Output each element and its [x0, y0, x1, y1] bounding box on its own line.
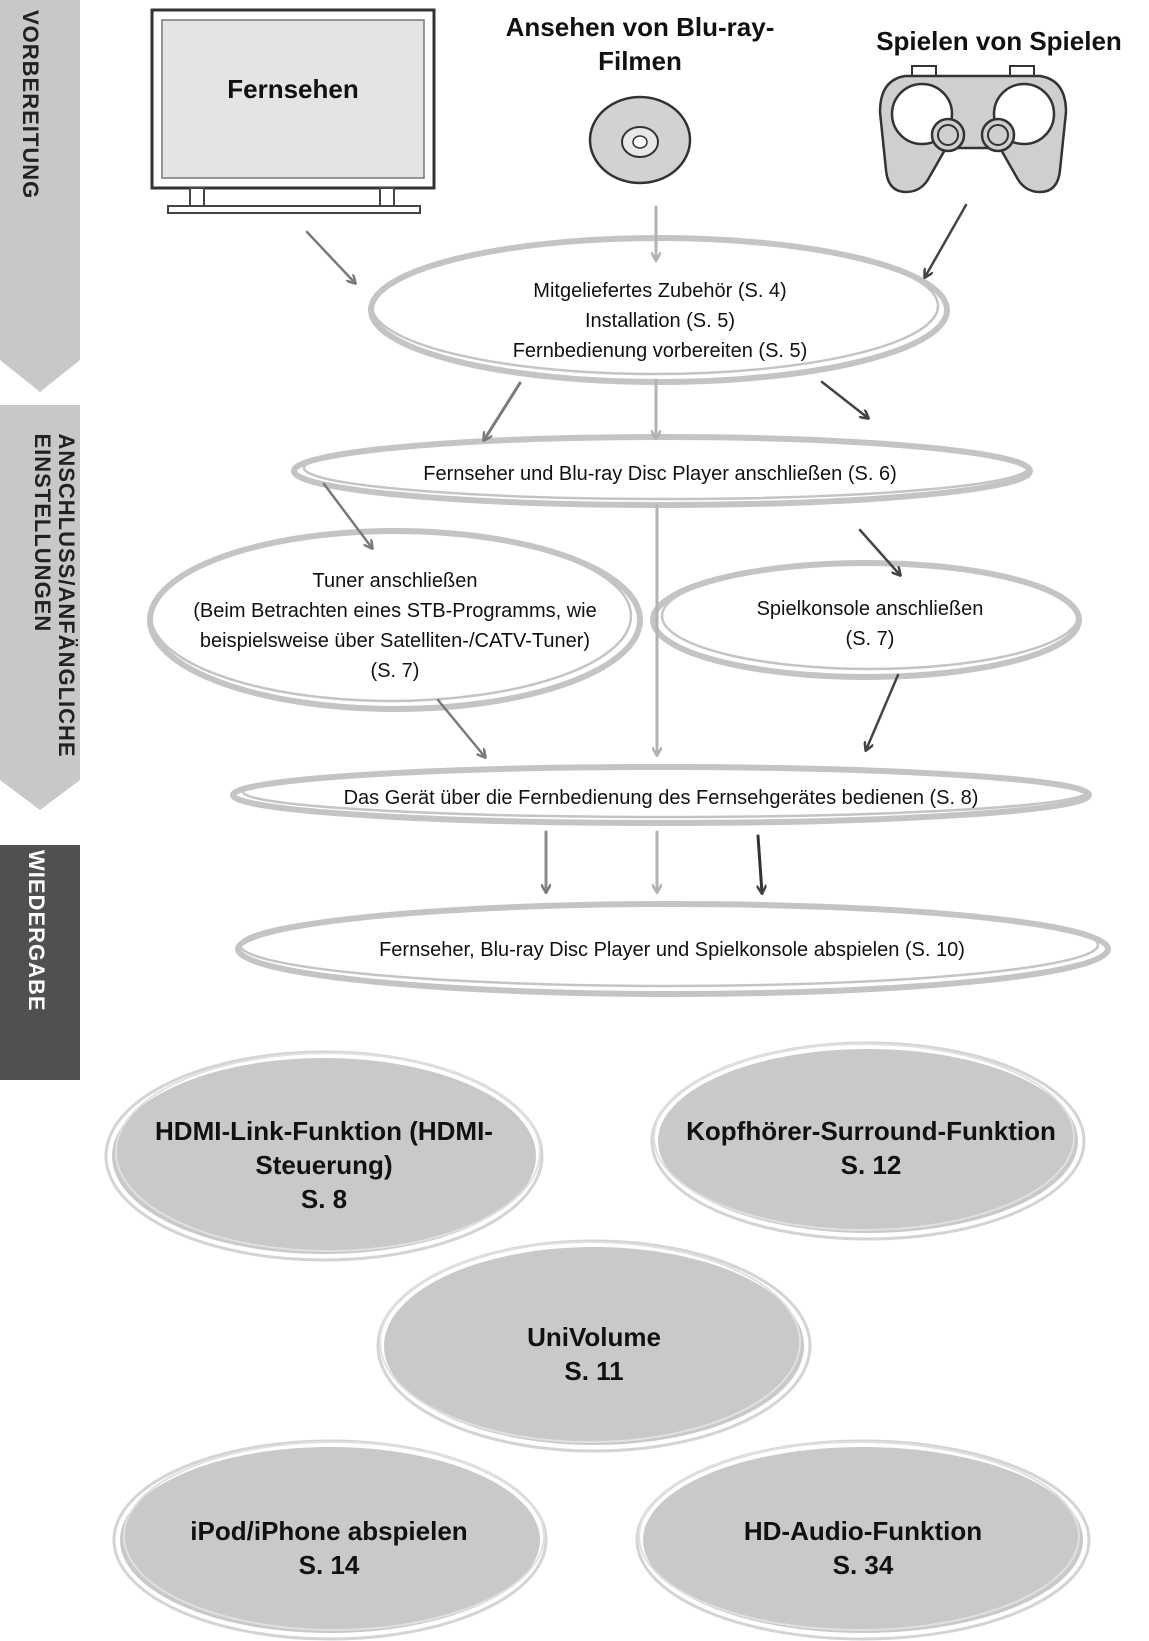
- feature-blobs: [104, 1041, 1091, 1641]
- section-tab-wiedergabe: WIEDERGABE: [0, 845, 80, 1080]
- step-play-text: Fernseher, Blu-ray Disc Player und Spiel…: [379, 939, 965, 961]
- disc-icon: [588, 95, 692, 185]
- feature-ipod-text: iPod/iPhone abspielen S. 14: [124, 1514, 534, 1582]
- ellipse-connect-tv: [291, 434, 1033, 508]
- step-console-text: Spielkonsole anschließen (S. 7): [700, 594, 1040, 654]
- tv-label: Fernsehen: [227, 74, 359, 104]
- section-label-anschluss-line2: EINSTELLUNGEN: [30, 433, 55, 633]
- ellipse-console: [650, 560, 1082, 680]
- arrow-tuner-to-remote: [436, 698, 485, 757]
- arrow-setup-right: [820, 380, 868, 418]
- feature-hdaudio-text: HD-Audio-Funktion S. 34: [653, 1514, 1073, 1582]
- feature-headphone-line: Kopfhörer-Surround-Funktion: [686, 1116, 1056, 1146]
- tv-icon: [150, 8, 436, 214]
- bluray-label-line1: Ansehen von Blu-ray-: [505, 12, 775, 42]
- bluray-label-line2: Filmen: [598, 46, 682, 76]
- step-remote-text: Das Gerät über die Fernbedienung des Fer…: [343, 787, 979, 809]
- feature-hdaudio-line: S. 34: [832, 1550, 894, 1580]
- feature-univolume-line: S. 11: [564, 1356, 624, 1386]
- step-console-line: (S. 7): [845, 628, 895, 650]
- feature-hdaudio-line: HD-Audio-Funktion: [743, 1516, 983, 1546]
- arrow-console-to-remote: [866, 673, 900, 750]
- blob-univolume: [376, 1239, 812, 1453]
- feature-ipod-line: iPod/iPhone abspielen: [190, 1516, 468, 1546]
- game-label: Spielen von Spielen: [876, 26, 1122, 56]
- section-label-wiedergabe: WIEDERGABE: [24, 850, 49, 1012]
- blob-hdmi: [104, 1050, 544, 1262]
- gamepad-icon: [878, 65, 1068, 194]
- step-connect-tv-text: Fernseher und Blu-ray Disc Player anschl…: [423, 463, 897, 485]
- feature-hdmi-line: Steuerung): [255, 1150, 393, 1180]
- arrow-connect-to-console: [858, 528, 900, 575]
- section-label-anschluss: ANSCHLUSS/ANFÄNGLICHE EINSTELLUNGEN: [6, 405, 102, 758]
- section-label-anschluss-line1: ANSCHLUSS/ANFÄNGLICHE: [54, 433, 79, 758]
- step-setup-line: Fernbedienung vorbereiten (S. 5): [512, 340, 808, 362]
- step-setup-line: Installation (S. 5): [584, 310, 736, 332]
- flow-arrows: [305, 203, 968, 893]
- step-setup-text: Mitgeliefertes Zubehör (S. 4) Installati…: [430, 276, 890, 366]
- feature-headphone-text: Kopfhörer-Surround-Funktion S. 12: [636, 1114, 1106, 1182]
- step-setup-line: Mitgeliefertes Zubehör (S. 4): [533, 280, 787, 302]
- arrow-connect-to-tuner: [322, 482, 372, 548]
- arrow-remote-right: [758, 834, 762, 893]
- feature-hdmi-line: S. 8: [300, 1184, 348, 1214]
- feature-hdmi-line: HDMI-Link-Funktion (HDMI-: [155, 1116, 493, 1146]
- step-console-line: Spielkonsole anschließen: [756, 598, 984, 620]
- section-label-vorbereitung: VORBEREITUNG: [18, 10, 43, 200]
- blob-hdaudio: [635, 1439, 1091, 1641]
- section-tab-vorbereitung: VORBEREITUNG: [0, 0, 80, 405]
- feature-univolume-text: UniVolume S. 11: [394, 1320, 794, 1388]
- feature-headphone-line: S. 12: [840, 1150, 902, 1180]
- step-tuner-line: beispielsweise über Satelliten-/CATV-Tun…: [199, 630, 591, 652]
- feature-ipod-line: S. 14: [298, 1550, 360, 1580]
- step-tuner-line: (S. 7): [370, 660, 420, 682]
- arrow-game-to-setup: [925, 203, 968, 277]
- blob-ipod: [112, 1439, 548, 1641]
- ellipse-remote: [230, 764, 1092, 826]
- step-tuner-text: Tuner anschließen (Beim Betrachten eines…: [150, 566, 640, 686]
- section-tab-bg: [0, 0, 80, 405]
- section-tab-bg: [0, 405, 80, 845]
- section-tab-anschluss: ANSCHLUSS/ANFÄNGLICHE EINSTELLUNGEN: [0, 405, 80, 845]
- blob-headphone: [650, 1041, 1086, 1241]
- bluray-label: Ansehen von Blu-ray- Filmen: [470, 10, 810, 78]
- arrow-setup-left: [484, 381, 522, 440]
- ellipse-tuner: [147, 528, 643, 712]
- arrow-tv-to-setup: [305, 230, 355, 283]
- feature-hdmi-text: HDMI-Link-Funktion (HDMI- Steuerung) S. …: [114, 1114, 534, 1216]
- flow-ellipses: [147, 235, 1111, 997]
- feature-univolume-line: UniVolume: [527, 1322, 661, 1352]
- ellipse-play: [235, 901, 1111, 997]
- step-tuner-line: (Beim Betrachten eines STB-Programms, wi…: [193, 600, 597, 622]
- step-tuner-line: Tuner anschließen: [312, 570, 478, 592]
